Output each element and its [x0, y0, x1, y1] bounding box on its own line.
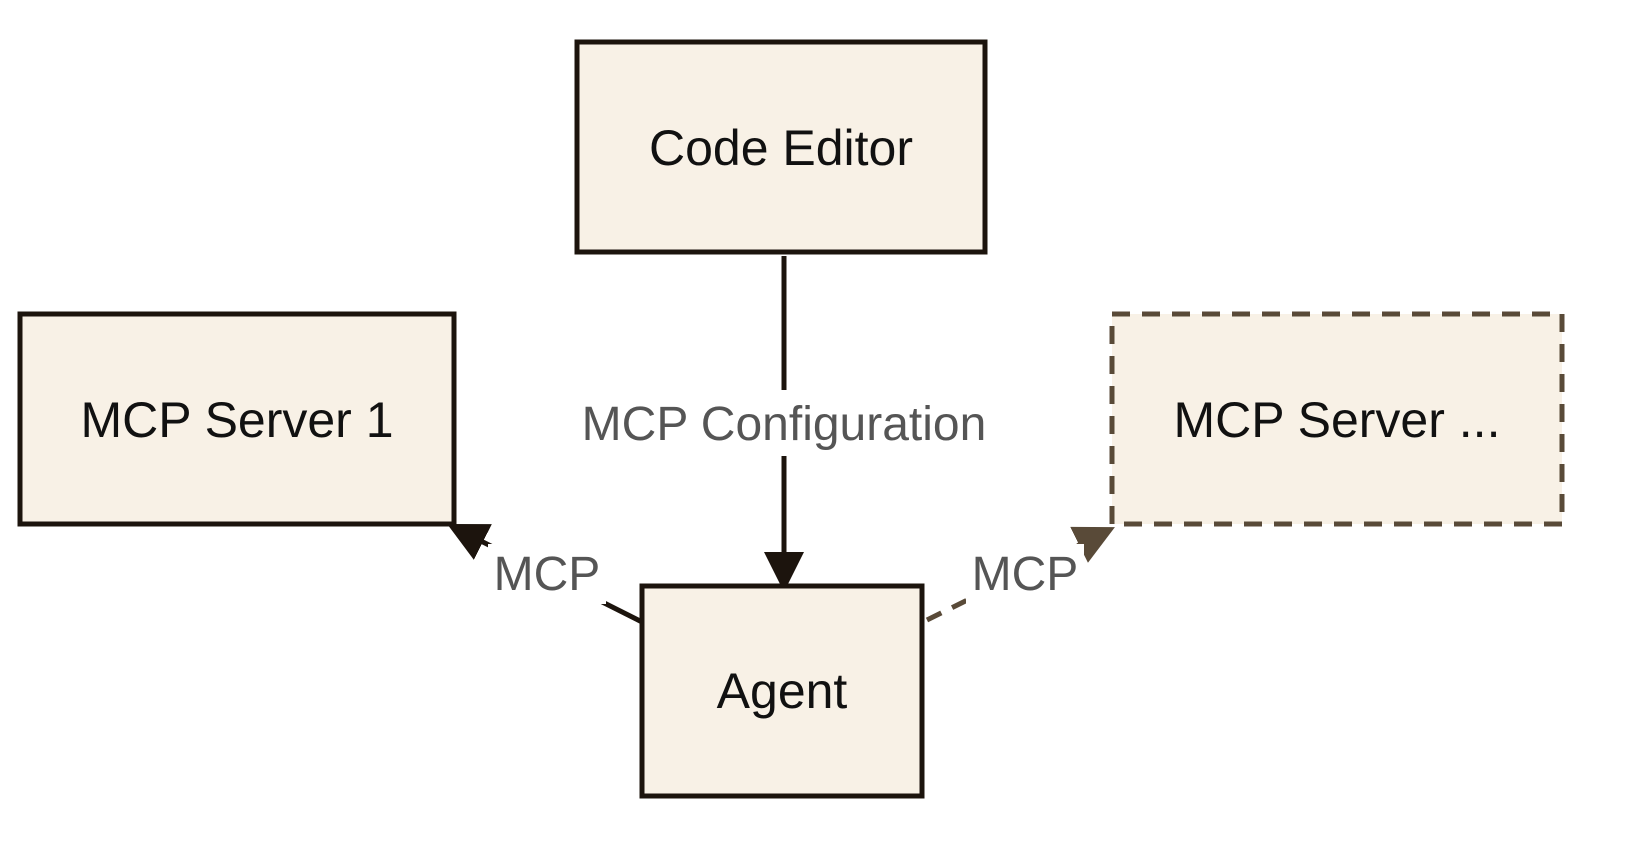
node-agent-label: Agent [717, 663, 848, 719]
edge-mcp-right-label: MCP [972, 548, 1079, 601]
node-agent: Agent [639, 583, 925, 799]
node-mcp-server-more-label: MCP Server ... [1174, 392, 1501, 448]
edge-mcp-left-label-bg [488, 544, 606, 604]
edge-config-label-bg [560, 390, 1008, 456]
node-code-editor: Code Editor [574, 39, 988, 255]
node-mcp-server-1-box [17, 311, 457, 527]
node-mcp-server-1-label: MCP Server 1 [80, 392, 393, 448]
edge-mcp-right: MCP [925, 526, 1115, 623]
node-agent-box [639, 583, 925, 799]
edge-mcp-right-label-bg [966, 544, 1084, 604]
node-code-editor-box [574, 39, 988, 255]
edge-mcp-left-label: MCP [494, 548, 601, 601]
edge-config: MCP Configuration [560, 256, 1008, 592]
node-mcp-server-1: MCP Server 1 [17, 311, 457, 527]
edge-mcp-left: MCP [447, 524, 644, 625]
node-mcp-server-more: MCP Server ... [1109, 311, 1565, 527]
node-code-editor-label: Code Editor [649, 120, 913, 176]
edge-config-label: MCP Configuration [582, 398, 987, 451]
node-mcp-server-more-box [1109, 311, 1565, 527]
